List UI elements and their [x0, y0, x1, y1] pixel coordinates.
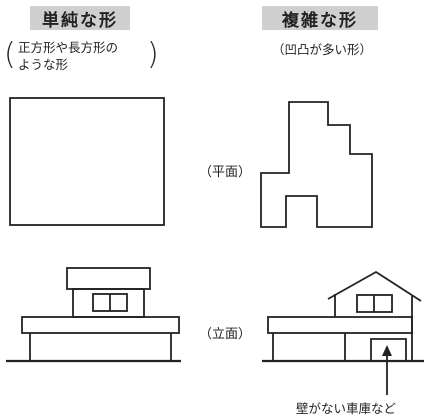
simple-plan-rectangle [9, 97, 165, 226]
complex-plan-outline [260, 101, 373, 228]
complex-elevation-house [267, 270, 422, 360]
right-paren: ) [147, 37, 159, 72]
simple-shape-subtitle-line1: 正方形や長方形の [18, 40, 119, 55]
simple-shape-subtitle: 正方形や長方形の ような形 [18, 39, 158, 73]
garage-annotation: 壁がない車庫など [296, 401, 397, 416]
plan-view-label: （平面） [199, 165, 252, 180]
complex-gable-roof [327, 270, 422, 302]
complex-garage-opening [370, 338, 407, 360]
complex-shape-title: 複雑な形 [262, 6, 378, 31]
simple-lower-roof-slab [21, 316, 180, 334]
complex-lower-roof-slab [267, 316, 413, 334]
elevation-view-label: （立面） [199, 327, 252, 342]
complex-shape-subtitle: （凹凸が多い形） [272, 42, 373, 57]
simple-shape-title: 単純な形 [30, 6, 130, 31]
garage-arrow-head [382, 345, 392, 356]
simple-shape-subtitle-line2: ような形 [18, 57, 69, 72]
left-paren: ( [4, 37, 16, 72]
simple-elevation-house [21, 267, 180, 360]
simple-upper-block [66, 267, 151, 290]
